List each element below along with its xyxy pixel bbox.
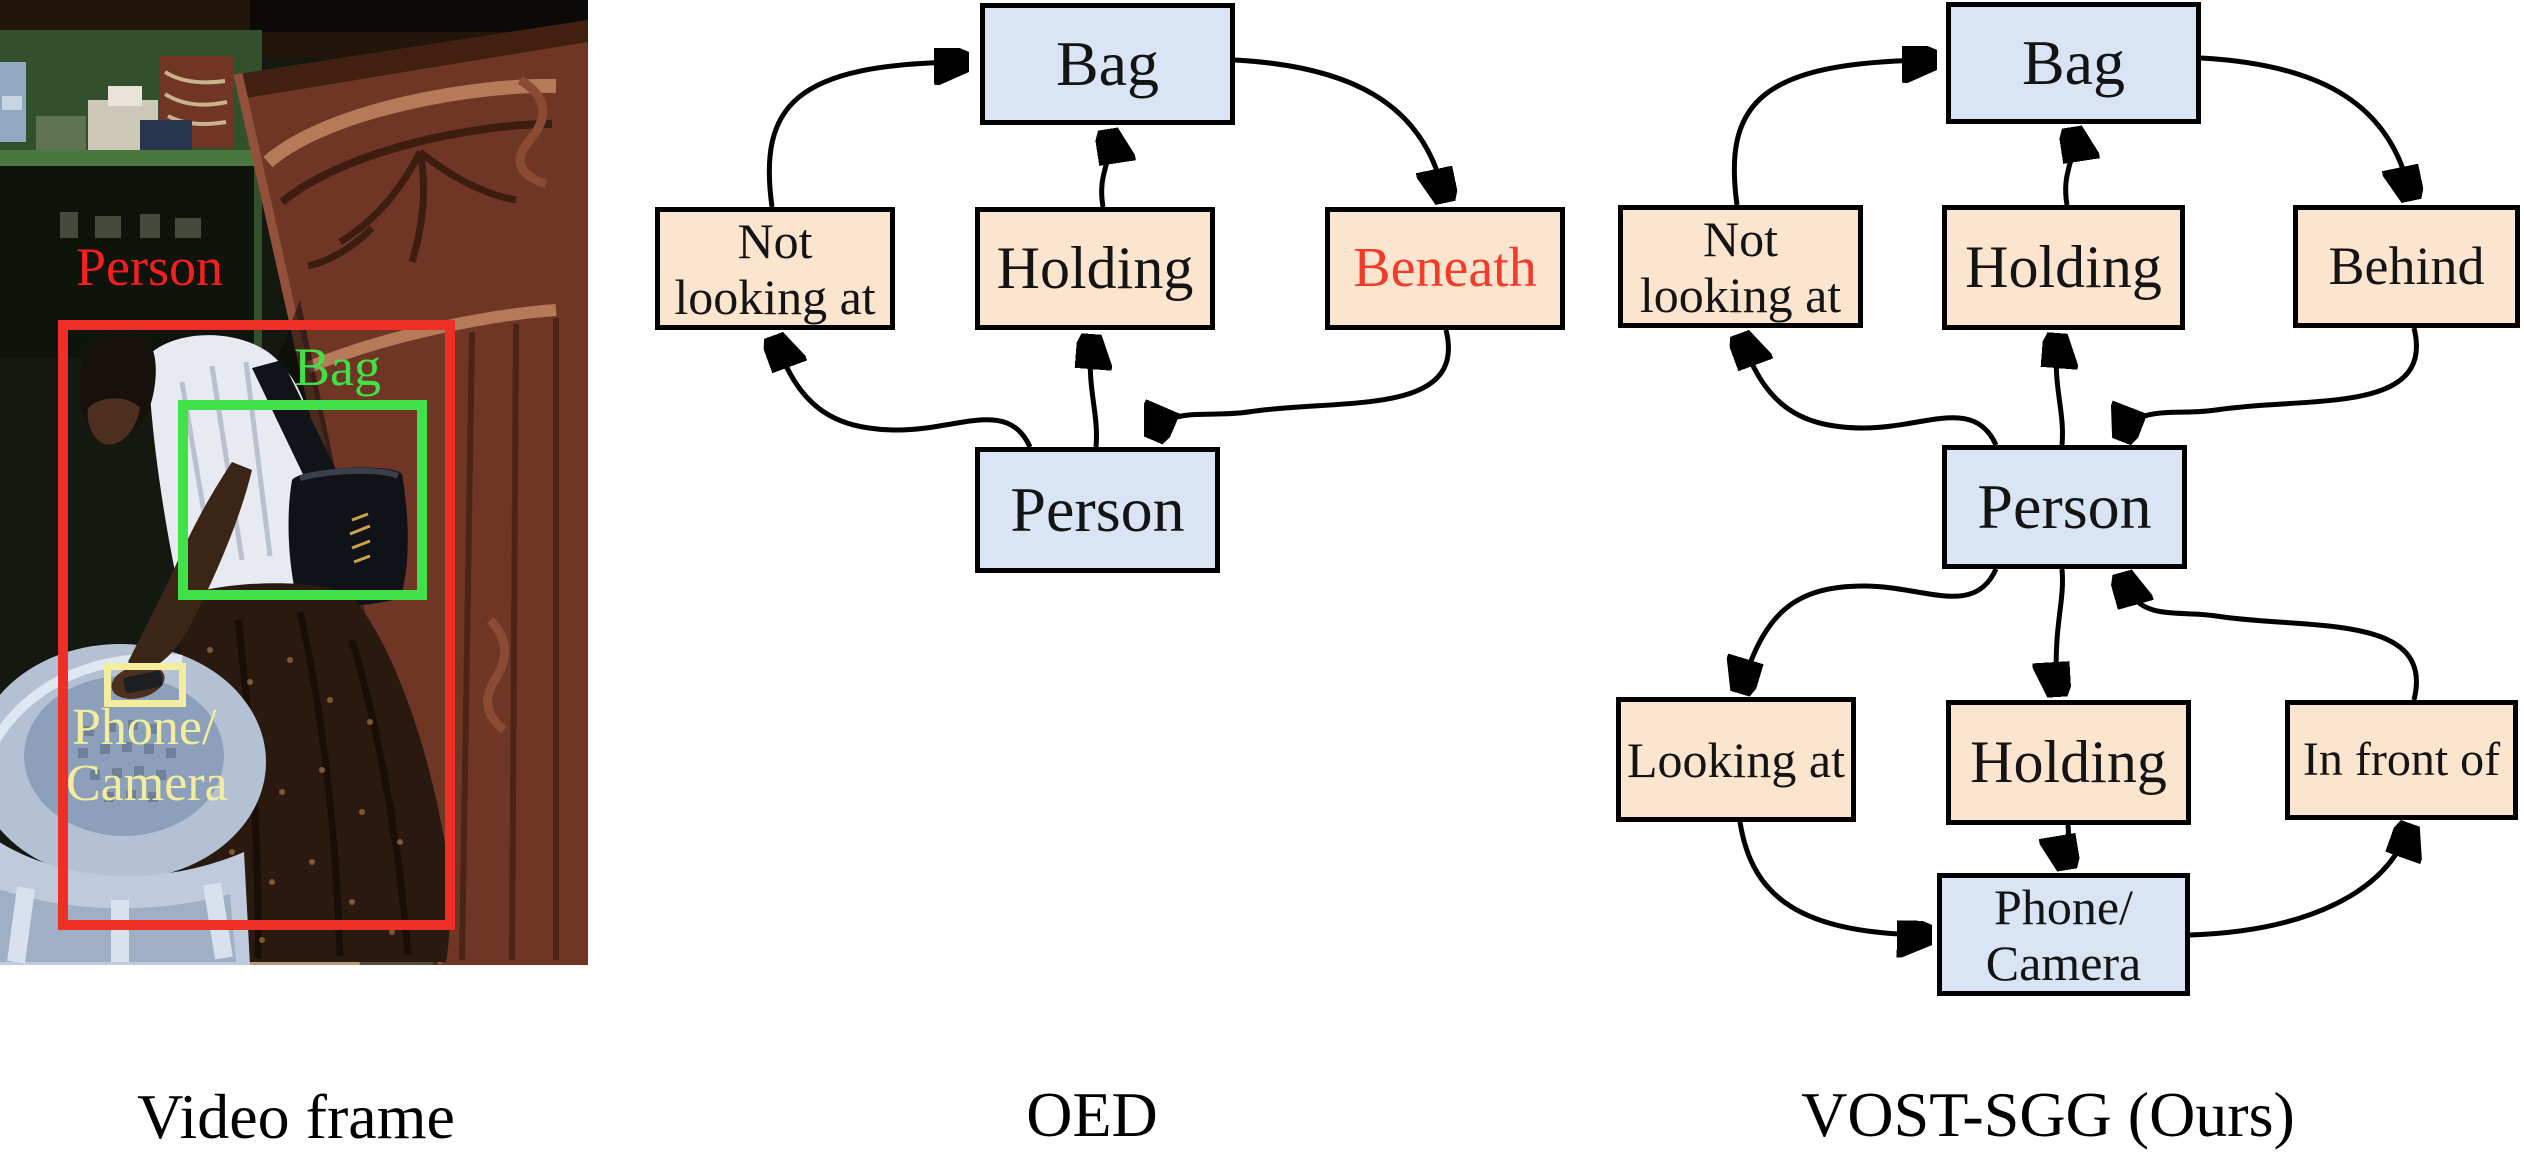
edge-oed-person-holding: [1090, 341, 1096, 448]
video-frame-photo: Person Bag Phone/ Camera: [0, 0, 588, 965]
edge-oed-beneath-person: [1156, 329, 1451, 434]
vost-node-holding-top: Holding: [1942, 205, 2185, 330]
oed-node-holding: Holding: [975, 207, 1215, 330]
vost-node-not-looking-at: Not looking at: [1618, 205, 1863, 328]
oed-not-looking-at-line2: looking at: [674, 268, 876, 325]
vost-phone-camera-line2: Camera: [1985, 934, 2142, 991]
edge-vost-holdingbottom-phone: [2066, 824, 2069, 863]
vost-node-behind: Behind: [2293, 205, 2520, 328]
vost-not-looking-at-line2: looking at: [1639, 266, 1842, 323]
edge-oed-person-notlookingat: [776, 342, 1033, 449]
vost-node-holding-bottom: Holding: [1946, 700, 2191, 825]
edge-vost-infrontof-person: [2124, 579, 2419, 701]
edge-oed-holding-bag: [1102, 136, 1110, 208]
edge-oed-bag-beneath: [1234, 57, 1444, 196]
vost-node-looking-at: Looking at: [1616, 697, 1856, 822]
caption-oed: OED: [1026, 1079, 1158, 1150]
caption-video-frame: Video frame: [137, 1081, 455, 1152]
phone-bbox-label-line1: Phone/: [72, 699, 217, 756]
edge-vost-behind-person: [2124, 327, 2419, 435]
person-arm: [111, 462, 252, 699]
oed-node-person: Person: [975, 447, 1220, 573]
oed-not-looking-at-line1: Not: [737, 212, 813, 269]
vost-node-phone-camera: Phone/ Camera: [1937, 873, 2190, 996]
vost-not-looking-at-line1: Not: [1703, 210, 1778, 267]
edge-vost-person-holdingbottom: [2056, 568, 2062, 690]
vost-phone-camera-line1: Phone/: [1994, 878, 2133, 935]
edge-vost-person-notlookingat: [1742, 340, 1999, 447]
edge-vost-notlookingat-bag: [1731, 60, 1930, 206]
person-bbox-label: Person: [76, 237, 223, 297]
vost-node-in-front-of: In front of: [2285, 700, 2518, 820]
bag-bbox-label: Bag: [294, 337, 381, 397]
oed-node-beneath: Beneath: [1325, 207, 1565, 330]
edge-oed-notlookingat-bag: [766, 62, 962, 208]
edge-vost-bag-behind: [2200, 55, 2410, 194]
caption-vost-sgg: VOST-SGG (Ours): [1801, 1079, 2295, 1150]
edge-vost-phone-infrontof: [2189, 830, 2408, 938]
oed-node-bag: Bag: [980, 3, 1235, 125]
oed-node-not-looking-at: Not looking at: [655, 207, 895, 330]
person-bbox: [58, 320, 455, 930]
bag-bbox: [178, 400, 427, 600]
edge-vost-person-holdingtop: [2056, 340, 2062, 446]
vost-node-person: Person: [1942, 445, 2187, 569]
phone-bbox-label-line2: Camera: [66, 755, 228, 812]
vost-node-bag: Bag: [1946, 2, 2201, 124]
edge-vost-holdingtop-bag: [2066, 134, 2074, 206]
edge-vost-person-lookingat: [1742, 567, 1999, 687]
phone-bbox: [104, 663, 186, 707]
edge-vost-lookingat-phone: [1737, 821, 1925, 935]
